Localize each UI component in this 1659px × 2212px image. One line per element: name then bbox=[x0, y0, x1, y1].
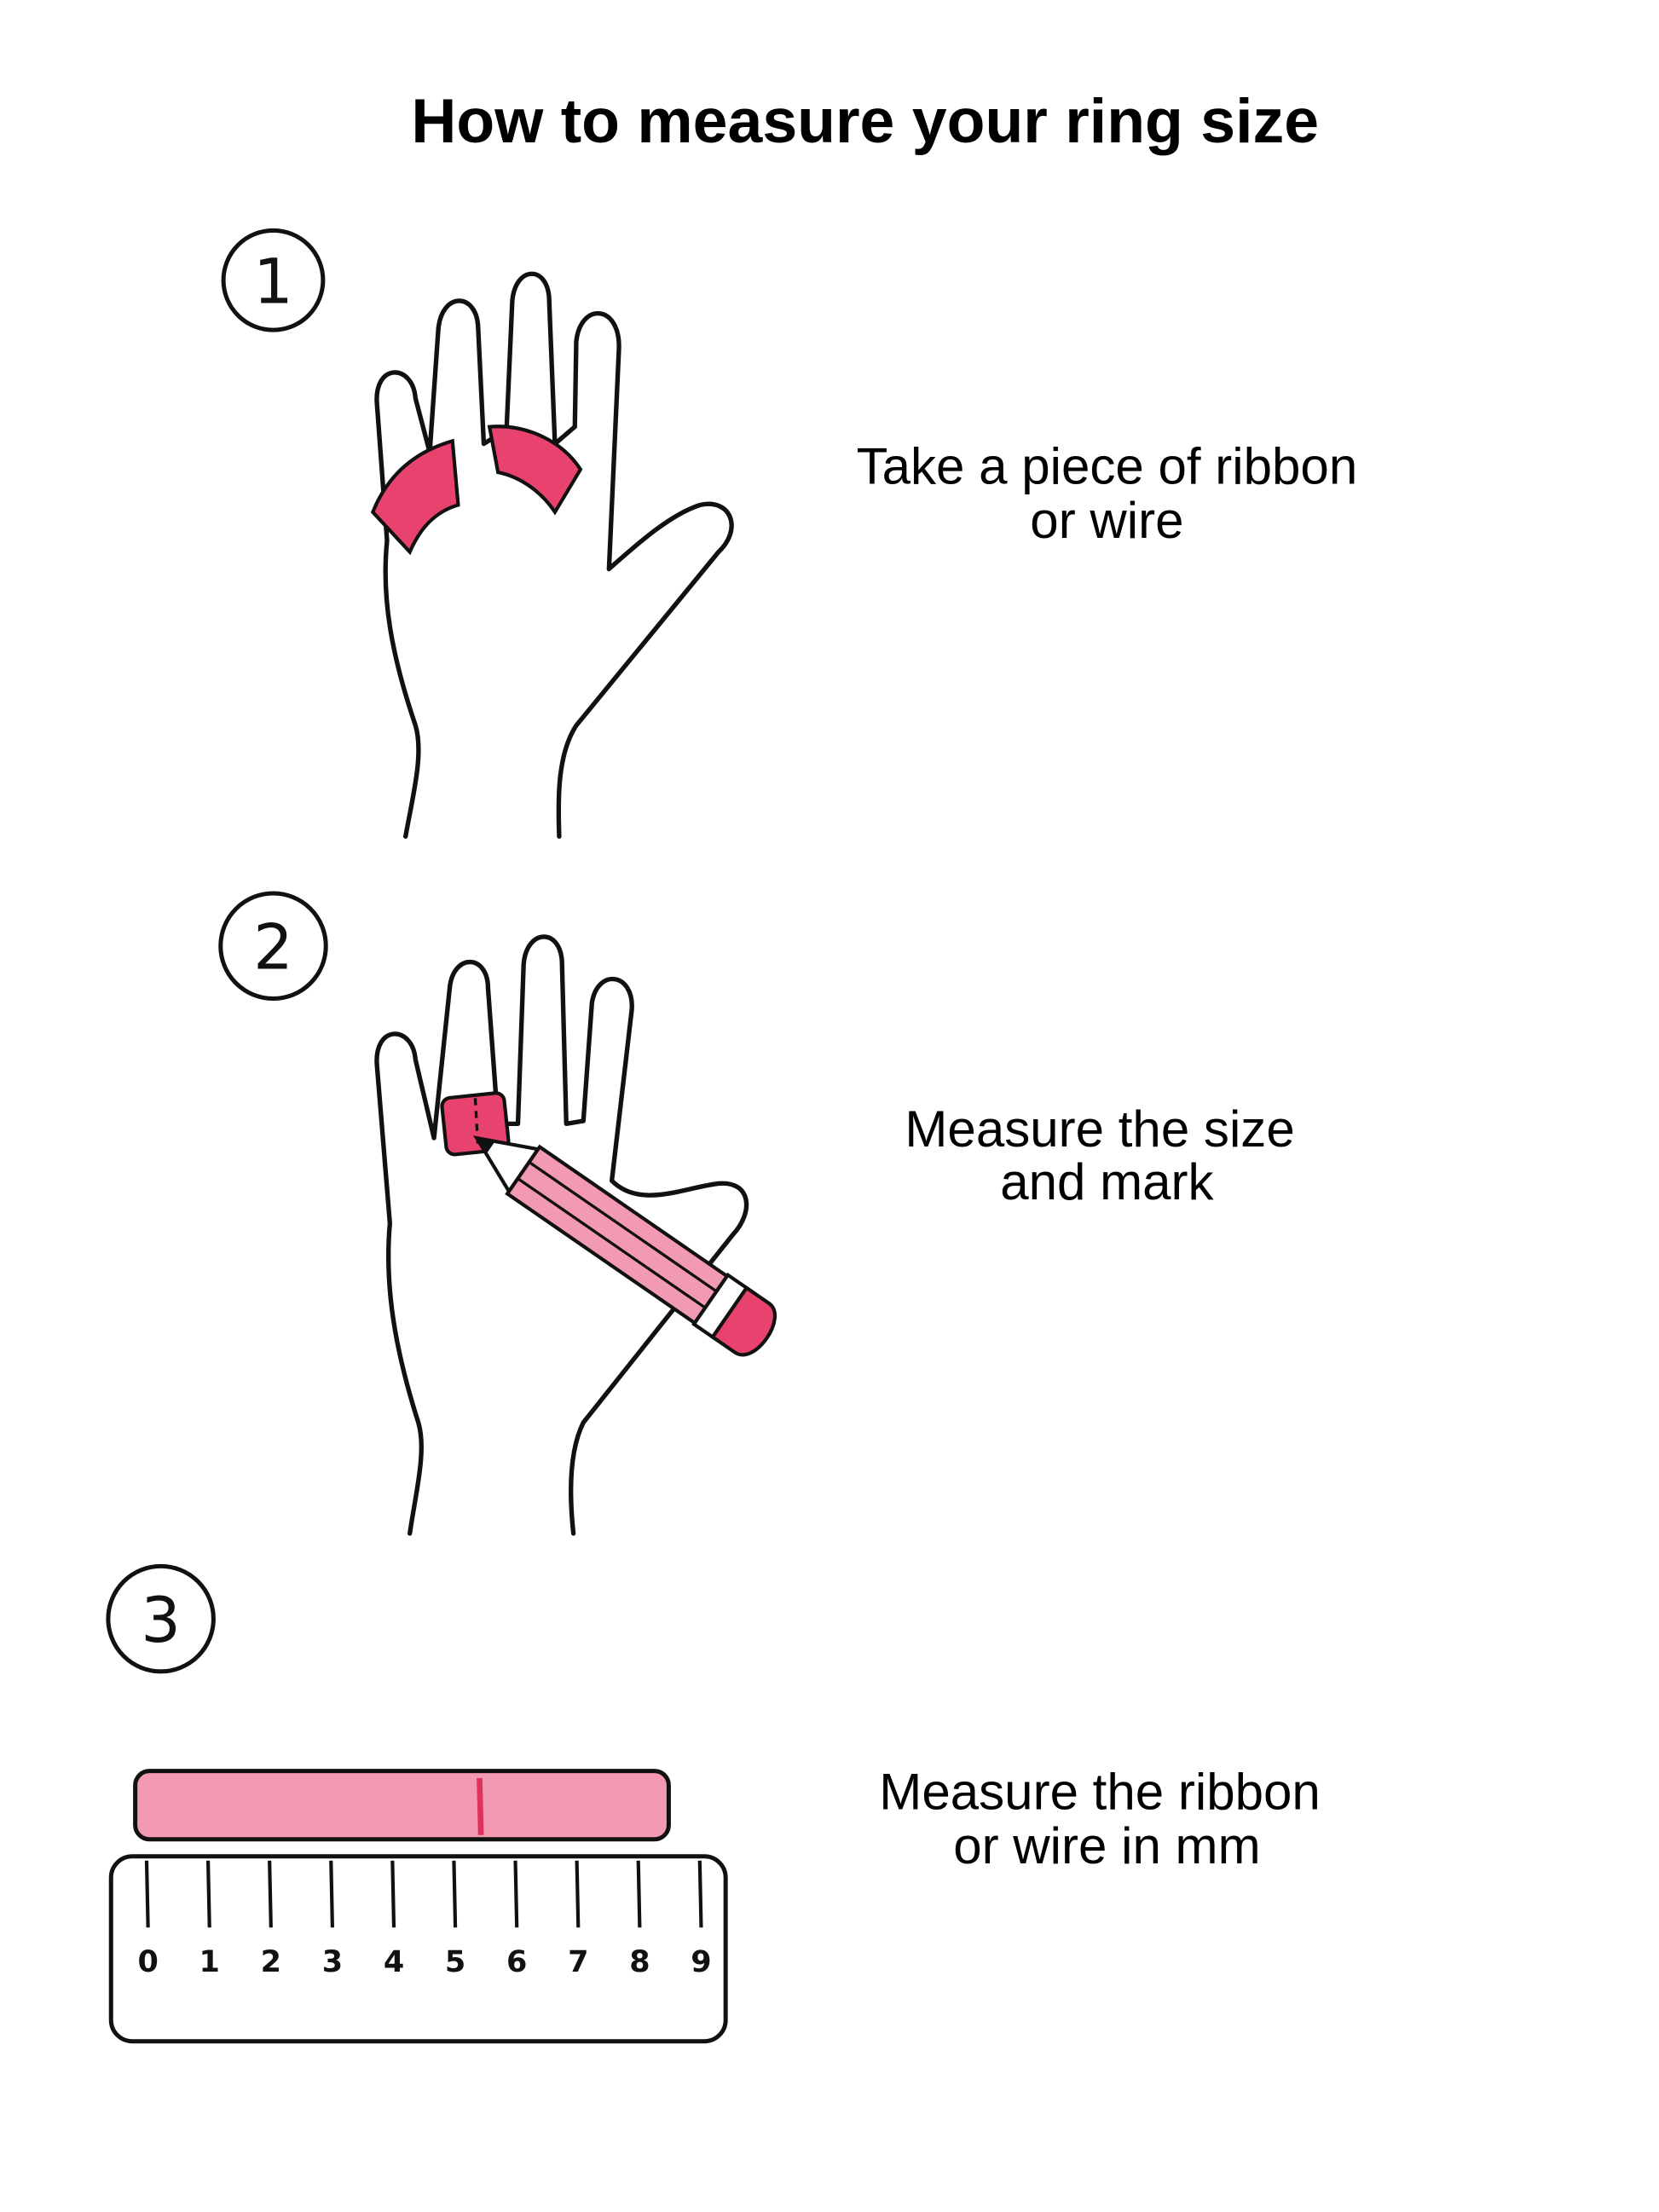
ribbon-left bbox=[370, 438, 460, 556]
ruler-label: 4 bbox=[384, 1944, 404, 1979]
ruler-tick bbox=[636, 1860, 642, 1928]
step-number-badge: 3 bbox=[106, 1563, 216, 1674]
svg-text:1: 1 bbox=[253, 245, 293, 318]
ruler-label: 9 bbox=[691, 1944, 711, 1979]
pencil-icon bbox=[472, 1135, 777, 1357]
step-3-caption-line-2: or wire in mm bbox=[953, 1817, 1260, 1874]
ribbon-strip bbox=[133, 1769, 671, 1842]
ruler-label: 2 bbox=[261, 1944, 281, 1979]
page-title: How to measure your ring size bbox=[411, 86, 1319, 156]
ruler-tick bbox=[513, 1860, 519, 1928]
step-3: 3 0 1 2 3 4 5 6 7 8 9 Measure the ribbon or wire … bbox=[106, 1563, 1321, 2044]
ruler-tick bbox=[452, 1860, 458, 1928]
ruler-tick bbox=[268, 1860, 273, 1928]
step-2-caption-line-1: Measure the size bbox=[905, 1100, 1294, 1158]
step-1-caption-line-2: or wire bbox=[1030, 492, 1183, 549]
svg-text:2: 2 bbox=[253, 911, 293, 984]
ruler-tick bbox=[205, 1860, 211, 1928]
ruler-label: 6 bbox=[506, 1944, 527, 1979]
ribbon-right bbox=[487, 424, 583, 516]
step-number-badge: 1 bbox=[221, 228, 326, 332]
step-3-caption-line-1: Measure the ribbon bbox=[879, 1764, 1321, 1821]
ruler-label: 7 bbox=[568, 1944, 588, 1979]
hand-with-pencil-illustration bbox=[374, 934, 777, 1536]
step-1-caption-line-1: Take a piece of ribbon bbox=[857, 437, 1358, 494]
ruler-tick bbox=[329, 1860, 335, 1928]
hand-with-ribbon-illustration bbox=[370, 271, 734, 839]
step-2-caption-line-2: and mark bbox=[1000, 1153, 1214, 1210]
ribbon-mark bbox=[477, 1777, 484, 1835]
ruler-label: 5 bbox=[445, 1944, 465, 1979]
ruler-label: 1 bbox=[199, 1944, 220, 1979]
ruler-tick bbox=[390, 1860, 396, 1928]
ruler-tick bbox=[575, 1860, 581, 1928]
step-2: 2 Measure the size and mark bbox=[218, 891, 1295, 1536]
svg-text:3: 3 bbox=[141, 1585, 181, 1657]
step-1: 1 Take a piece of ribbon or wire bbox=[221, 228, 1358, 839]
ruler-tick bbox=[144, 1860, 150, 1928]
ruler: 0 1 2 3 4 5 6 7 8 9 bbox=[108, 1854, 728, 2044]
ruler-tick bbox=[697, 1860, 703, 1928]
ruler-label: 3 bbox=[322, 1944, 343, 1979]
step-number-badge: 2 bbox=[218, 891, 328, 1002]
ruler-label: 0 bbox=[137, 1944, 158, 1979]
ruler-label: 8 bbox=[629, 1944, 650, 1979]
